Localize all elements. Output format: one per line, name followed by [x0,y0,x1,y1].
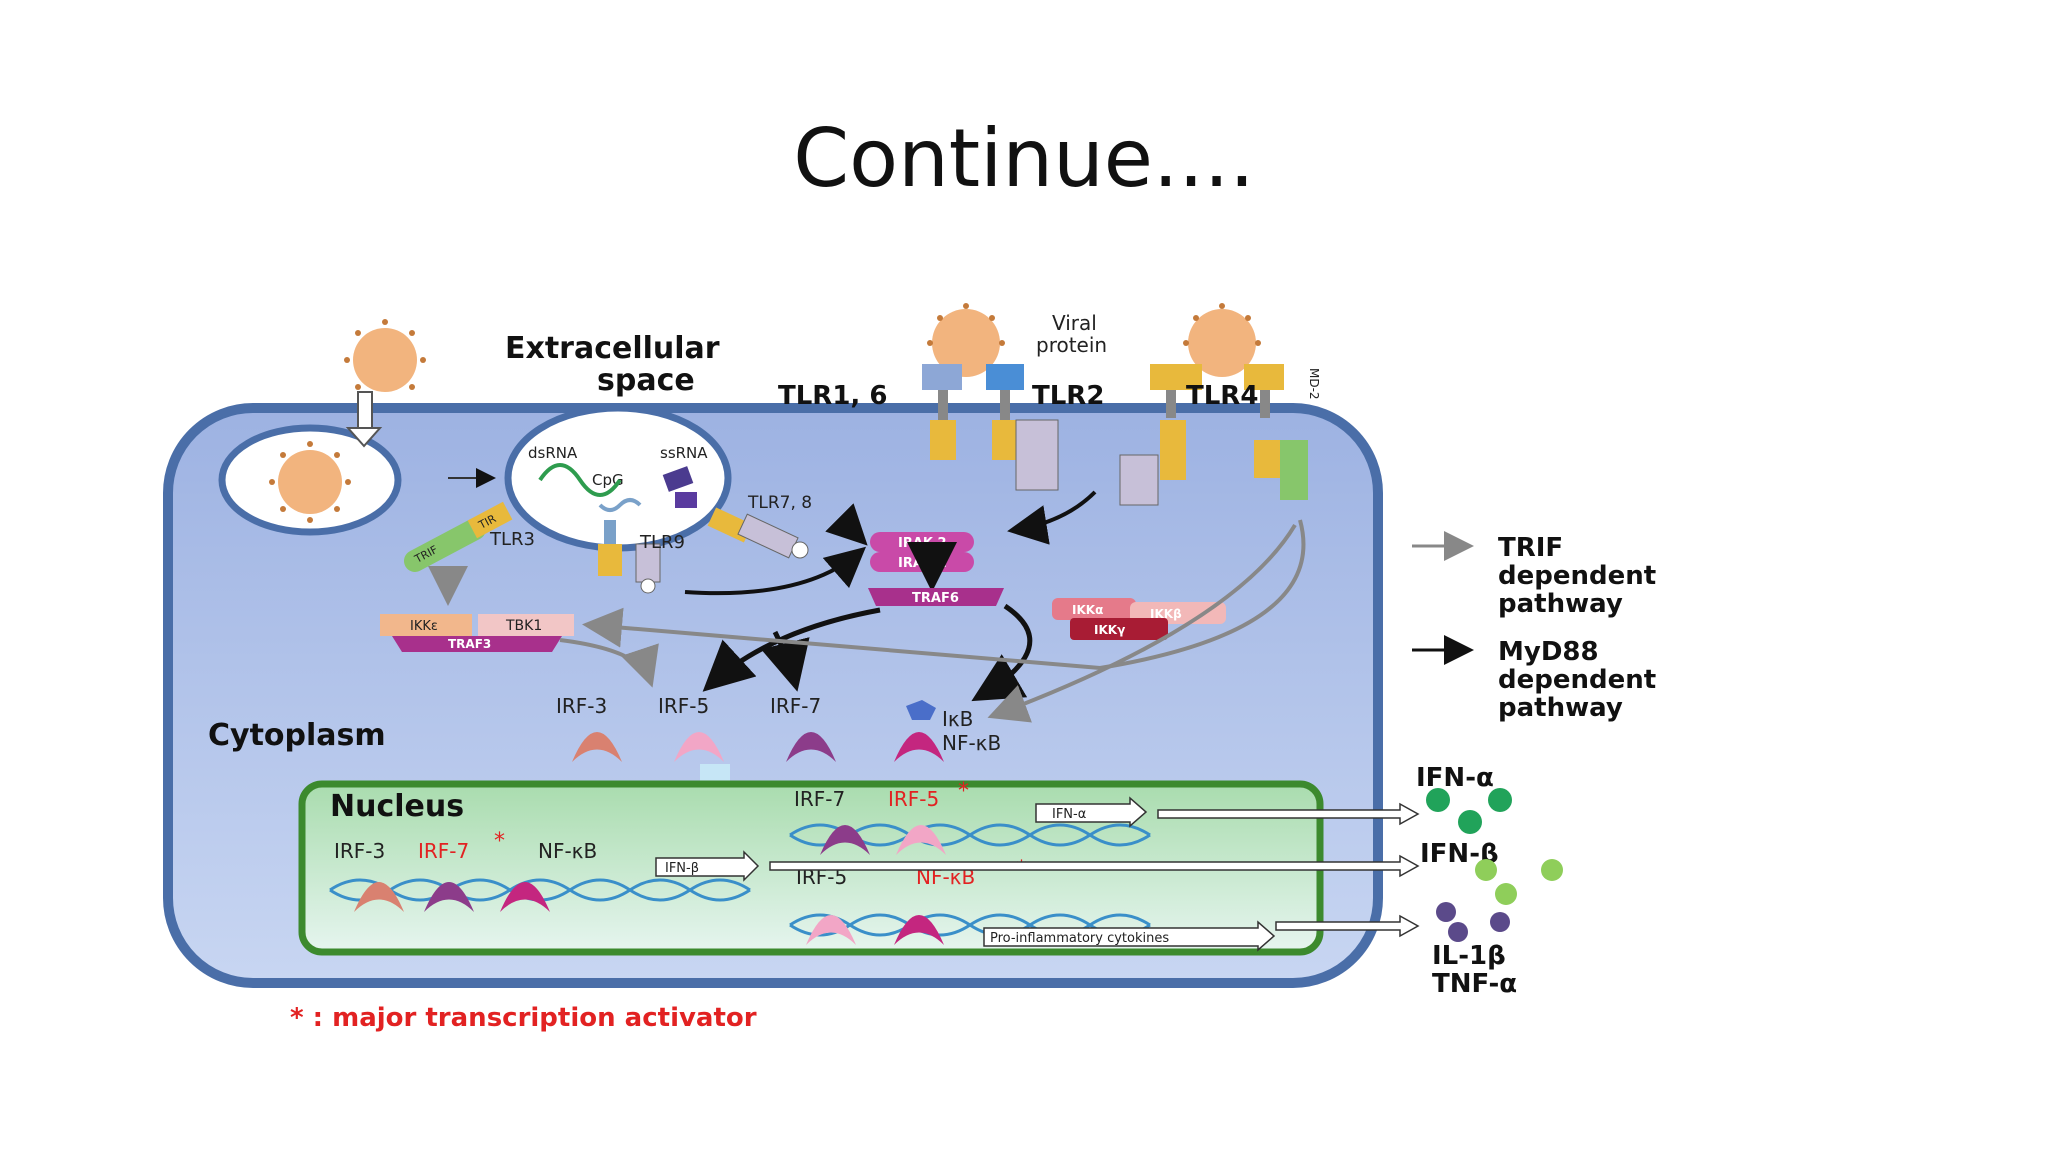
tlr2-receptor [986,364,1059,491]
ikkg-label: IKKγ [1094,623,1125,637]
irf5-star-nuc-label: IRF-5 [888,787,939,811]
extracellular-label-1: Extracellular [505,331,720,366]
irf7-nuc-label: IRF-7 [794,787,845,811]
irf3-cyto-label: IRF-3 [556,694,607,718]
ifnb-gene-label: IFN-β [665,861,699,876]
ikke-label: IKKε [410,619,438,634]
nfkb-ikb-shape [894,700,944,762]
legend-myd88: MyD88 dependent pathway [1412,635,1656,723]
md2-label: MD-2 [1307,368,1321,400]
legend-trif-line1: TRIF [1498,533,1563,563]
ikke-tbk1-traf3-complex: IKKε TBK1 TRAF3 [380,614,574,652]
tlr16-label: TLR1, 6 [778,381,887,411]
ikkb-label: IKKβ [1150,607,1182,621]
tlr3-label: TLR3 [489,529,535,550]
irf7-star-nuc-label: IRF-7 [418,839,469,863]
cytokine-dots [1436,902,1510,942]
nfkb-nuc-label: NF-κB [538,839,597,863]
viral-protein-label-2: protein [1036,333,1107,357]
irak2-label: IRAK 2 [898,536,947,551]
irf5-shape [674,732,724,762]
ifna-output-arrow [1157,802,1420,826]
tbk1-label: TBK1 [505,618,542,634]
tlr4-receptor [1119,364,1308,506]
ikka-label: IKKα [1072,603,1103,617]
traf3-label: TRAF3 [448,637,491,651]
dsrna-label: dsRNA [528,444,578,462]
irf7-shape [786,732,836,762]
tlr78-receptor [707,507,809,559]
extracellular-label-2: space [597,363,695,398]
legend-trif-line2: dependent [1498,561,1656,591]
legend-myd88-line2: dependent [1498,665,1656,695]
irf5-cyto-label: IRF-5 [658,694,709,718]
irf3-shape [572,732,622,762]
tlr2-label: TLR2 [1032,381,1104,411]
traf6-label: TRAF6 [912,591,959,606]
tnfa-output-label: TNF-α [1432,969,1517,999]
ifna-gene-box: IFN-α [1035,796,1148,828]
virus-internalized-icon [269,441,351,523]
legend-myd88-line1: MyD88 [1498,637,1599,667]
ssrna-label: ssRNA [660,444,708,462]
tlr9-label: TLR9 [639,532,685,553]
tlr9-receptor [598,520,661,594]
virus-extracellular-icon [344,319,426,392]
irf3-nuc-label: IRF-3 [334,839,385,863]
irf5-star: * [958,779,969,804]
nucleus-label: Nucleus [330,789,464,824]
cytokine-output-arrow [1275,914,1420,938]
tlr16-receptor [922,364,962,460]
ikk-complex: IKKα IKKβ IKKγ [1052,598,1226,640]
il1b-output-label: IL-1β [1432,941,1506,971]
irf7-star: * [494,829,505,854]
legend-trif: TRIF dependent pathway [1412,531,1656,619]
endocytosis-arrow-icon [345,391,383,448]
proinflammatory-gene-box: Pro-inflammatory cytokines [983,920,1276,952]
ifna-dots [1426,788,1512,834]
proinflammatory-gene-label: Pro-inflammatory cytokines [990,931,1169,946]
virus-tlr4-icon [1183,303,1261,377]
ifnb-gene-box: IFN-β [655,850,760,882]
irf7-cyto-label: IRF-7 [770,694,821,718]
dna-strand-bottom-right [789,913,1151,937]
slide-title: Continue.... [793,112,1255,205]
ifna-gene-label: IFN-α [1052,807,1086,822]
ifna-output-label: IFN-α [1416,763,1494,793]
tlr4-label: TLR4 [1186,381,1258,411]
tlr3-receptor: TRIF TIR [403,501,513,572]
viral-protein-label-1: Viral [1052,311,1097,335]
legend-myd88-line3: pathway [1498,693,1623,723]
irak-complex: IRAK 2 IRAK 1 [870,532,974,572]
nfkb-cyto-label: NF-κB [942,731,1001,755]
cytoplasm-label: Cytoplasm [208,718,386,753]
legend-trif-line3: pathway [1498,589,1623,619]
irak1-label: IRAK 1 [898,556,947,571]
ifnb-output-arrow [769,854,1420,878]
tlr78-label: TLR7, 8 [747,493,812,513]
virus-tlr2-icon [927,303,1005,377]
ifnb-dots [1475,859,1563,905]
ikb-label: IκB [942,707,973,731]
traf6-box: TRAF6 [868,588,1004,606]
footnote: * : major transcription activator [290,1003,757,1033]
